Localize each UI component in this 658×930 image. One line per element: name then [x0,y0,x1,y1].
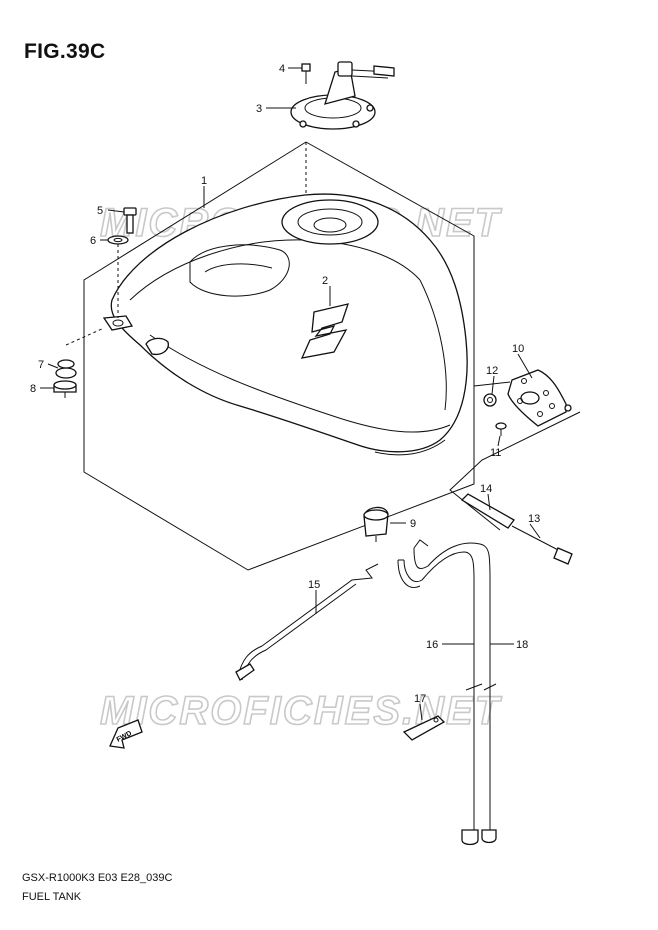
callout-12: 12 [486,365,498,377]
mount-sleeve [460,493,515,529]
figure-name: FUEL TANK [22,891,82,903]
rear-mount-guides [449,381,581,531]
callout-8: 8 [30,383,36,395]
callout-5: 5 [97,205,103,217]
mount-washer [107,235,129,245]
callout-1: 1 [201,175,207,187]
rear-bracket [507,369,572,427]
callout-10: 10 [512,343,524,355]
assembly-outline [83,141,475,571]
callout-16: 16 [426,639,438,651]
rubber-cap [363,506,389,542]
mount-collar [53,380,77,398]
callout-2: 2 [322,275,328,287]
callout-18: 18 [516,639,528,651]
callout-11: 11 [490,447,501,459]
callout-15: 15 [308,579,320,591]
callout-7: 7 [38,359,44,371]
mount-cushion [55,359,77,379]
callout-4: 4 [279,63,285,75]
breather-hoses [397,539,497,846]
callout-13: 13 [528,513,540,525]
mount-bolt [123,207,137,234]
figure-title: FIG.39C [24,40,106,63]
hose-clamp [402,715,446,741]
leader-lines [40,67,541,721]
bracket-bolt [495,422,507,436]
fuel-tank [102,193,468,456]
drain-hose [235,563,379,681]
cap-screw [301,63,311,84]
callout-3: 3 [256,103,262,115]
filler-cap [290,61,395,130]
callout-17: 17 [414,693,426,705]
figure-code: GSX-R1000K3 E03 E28_039C [22,872,173,884]
tank-emblem [300,303,349,359]
callout-14: 14 [480,483,492,495]
bracket-nut [483,393,497,407]
assembly-guides [65,244,119,346]
long-bolt [511,525,573,565]
callout-9: 9 [410,518,416,530]
callout-6: 6 [90,235,96,247]
watermark-bottom: MICROFICHES.NET [100,689,503,733]
